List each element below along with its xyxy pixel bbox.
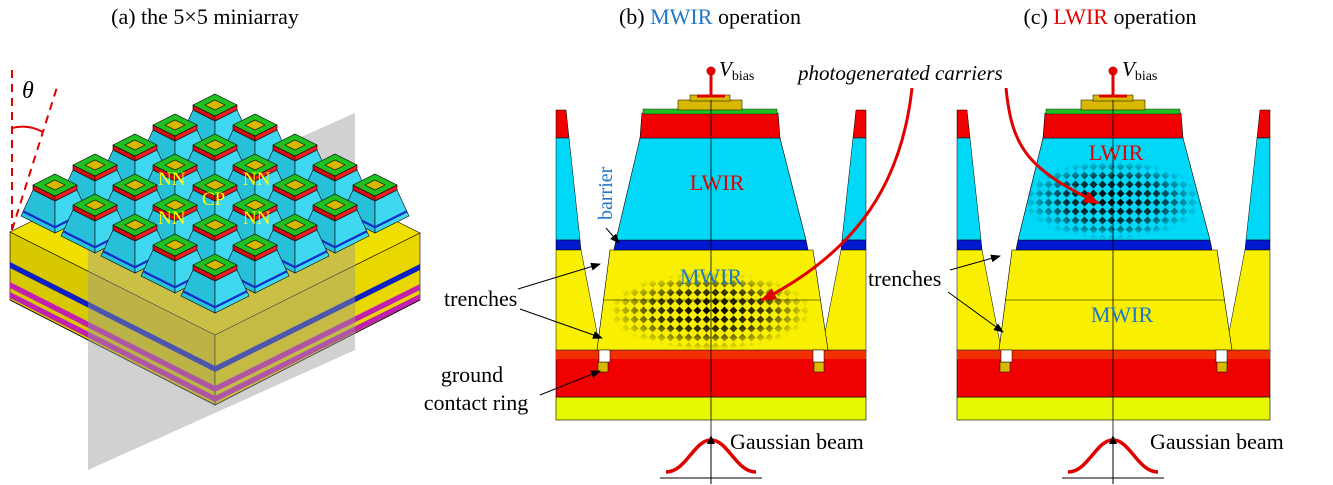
vbias-label-c: Vbias bbox=[1122, 57, 1157, 84]
gaussian-beam-b bbox=[660, 435, 762, 484]
label-nn-top-left: NN bbox=[158, 169, 186, 190]
right-neighbor-pixel bbox=[820, 109, 867, 351]
barrier-label: barrier bbox=[595, 166, 617, 220]
carriers-arrow-lwir bbox=[1004, 87, 1100, 205]
pixel-mesa bbox=[180, 253, 250, 314]
ground-contact-left bbox=[597, 361, 609, 373]
left-neighbor-pixel-c bbox=[956, 109, 1001, 351]
label-cp: CP bbox=[202, 189, 225, 210]
pixel-labels: NN NN CP NN NN bbox=[158, 169, 271, 229]
pixel-grid bbox=[20, 93, 410, 314]
label-nn-bottom-right: NN bbox=[243, 208, 271, 229]
vbias-label: Vbias bbox=[719, 57, 754, 84]
panel-b-title-highlight: MWIR bbox=[650, 4, 713, 29]
trenches-arrow-lower-c bbox=[947, 291, 1004, 333]
vbias-subscript: bias bbox=[732, 69, 755, 84]
beam-label-b: Gaussian beam bbox=[730, 429, 864, 454]
ground-arrow bbox=[539, 370, 601, 396]
ground-label-line1: ground bbox=[441, 362, 503, 387]
panel-b-title-prefix: (b) bbox=[619, 4, 650, 29]
pixel-mesa bbox=[220, 233, 290, 294]
trench-right bbox=[812, 349, 825, 363]
ground-layer-c bbox=[956, 396, 1271, 421]
panel-a-title: (a) the 5×5 miniarray bbox=[111, 4, 299, 29]
ground-contact-right-c bbox=[1216, 361, 1228, 373]
beam-label-c: Gaussian beam bbox=[1150, 429, 1284, 454]
pixel-mesa bbox=[140, 233, 210, 294]
bottom-contact-top-band-c bbox=[957, 350, 1270, 359]
pixel-mesa bbox=[340, 173, 410, 234]
trench-right-c bbox=[1215, 349, 1228, 363]
tilt-line bbox=[11, 83, 59, 231]
panel-c-title-suffix: operation bbox=[1108, 4, 1197, 29]
bias-terminal-c bbox=[1108, 66, 1118, 76]
lwir-label-c: LWIR bbox=[1089, 140, 1144, 165]
lwir-label: LWIR bbox=[690, 170, 745, 195]
mwir-label: MWIR bbox=[680, 264, 743, 289]
miniarray-3d: θ NN NN CP NN NN bbox=[9, 70, 421, 470]
trench-left bbox=[598, 349, 611, 363]
ground-contact-left-c bbox=[999, 361, 1011, 373]
vbias-subscript-c: bias bbox=[1135, 69, 1158, 84]
mwir-label-c: MWIR bbox=[1091, 302, 1154, 327]
pixel-mesa bbox=[260, 213, 330, 274]
trenches-label: trenches bbox=[444, 286, 517, 311]
panel-b-title-suffix: operation bbox=[712, 4, 801, 29]
trenches-arrow-lower bbox=[519, 308, 603, 339]
trenches-arrow-upper bbox=[517, 262, 601, 290]
carriers-label: photogenerated carriers bbox=[796, 61, 1003, 85]
angle-arc bbox=[11, 125, 44, 133]
panel-c-cross-section: Vbias LWIR MWIR trenches Gaussian beam bbox=[868, 57, 1284, 484]
label-nn-bottom-left: NN bbox=[158, 208, 186, 229]
ground-label-line2: contact ring bbox=[424, 390, 528, 415]
panel-c-title-prefix: (c) bbox=[1023, 4, 1053, 29]
panel-c-title-highlight: LWIR bbox=[1053, 4, 1108, 29]
carrier-distribution-c bbox=[1022, 160, 1202, 240]
trenches-arrow-upper-c bbox=[949, 254, 1001, 271]
theta-symbol: θ bbox=[22, 78, 34, 104]
trenches-label-c: trenches bbox=[868, 266, 941, 291]
trench-left-c bbox=[1000, 349, 1013, 363]
barrier-arrow bbox=[605, 227, 620, 244]
panel-b-cross-section: Vbias LWIR MWIR barrier trenches ground … bbox=[424, 57, 867, 484]
right-neighbor-pixel-c bbox=[1224, 109, 1271, 351]
label-nn-top-right: NN bbox=[243, 169, 271, 190]
left-neighbor-pixel bbox=[555, 109, 600, 351]
carriers-arrow-mwir bbox=[760, 87, 914, 302]
gaussian-beam-c bbox=[1062, 435, 1164, 484]
pixel-mesa bbox=[300, 193, 370, 254]
panel-b-title: (b) MWIR operation bbox=[619, 4, 801, 29]
bias-terminal bbox=[706, 66, 716, 76]
panel-c-title: (c) LWIR operation bbox=[1023, 4, 1196, 29]
ground-contact-right bbox=[813, 361, 825, 373]
carrier-distribution bbox=[608, 272, 812, 350]
